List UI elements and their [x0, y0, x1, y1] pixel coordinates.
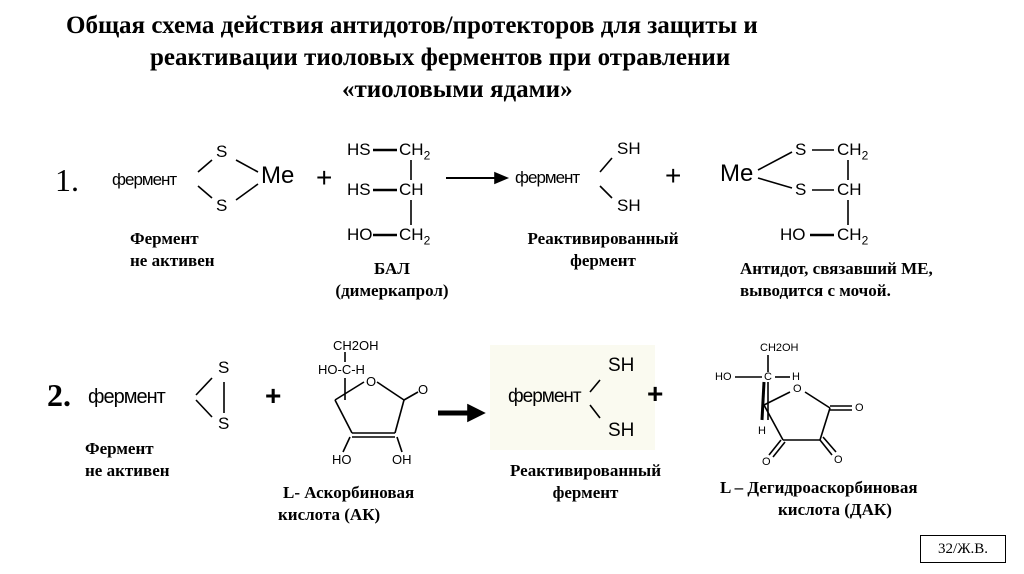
ch: CH: [399, 140, 424, 159]
ch: CH: [399, 225, 424, 244]
dha-o: O: [855, 402, 864, 414]
dha-h: H: [792, 371, 800, 383]
bal-ho: HO: [347, 225, 373, 244]
dha-ho: HO: [715, 371, 732, 383]
metal-label: Me: [261, 162, 295, 189]
sub2: 2: [423, 233, 431, 248]
label-bal: БАЛ (димеркапрол): [318, 258, 466, 302]
title-line-1: Общая схема действия антидотов/протектор…: [66, 12, 758, 39]
label-line: БАЛ: [374, 259, 410, 278]
sulfur-atom: S: [218, 414, 230, 433]
ch: CH: [837, 180, 862, 199]
dha-c: C: [764, 371, 772, 383]
label-line: Фермент: [130, 229, 199, 248]
label-line: кислота (АК): [278, 505, 381, 524]
ch: CH: [837, 140, 862, 159]
dha-ch2oh: CH2OH: [760, 342, 799, 354]
label-dehydroascorbic: L – Дегидроаскорбиновая кислота (ДАК): [720, 477, 918, 521]
enzyme-label: фермент: [508, 386, 582, 407]
sulfur-atom: S: [216, 196, 228, 215]
label-ascorbic: L- Аскорбиновая кислота (АК): [278, 482, 414, 526]
bal-ch2: CH2: [399, 225, 430, 247]
label-line: Антидот, связавший МЕ,: [740, 259, 933, 278]
asc-o: O: [418, 382, 429, 397]
label-line: кислота (ДАК): [778, 500, 892, 519]
sulfur-atom: S: [795, 140, 807, 159]
label-line: выводится с мочой.: [740, 281, 891, 300]
dha-o: O: [762, 456, 771, 468]
label-line: Реактивированный: [527, 229, 679, 248]
reaction-number-2: 2.: [47, 377, 71, 413]
enzyme-label: фермент: [515, 168, 580, 187]
asc-hoch: HO-C-H: [318, 362, 365, 377]
bal-ch: CH: [399, 180, 424, 199]
bal-hs: HS: [347, 140, 371, 159]
sh-group: SH: [617, 196, 641, 215]
dha-o: O: [793, 383, 802, 395]
asc-ho: HO: [332, 452, 352, 467]
sub2: 2: [861, 148, 869, 163]
ho: HO: [780, 225, 806, 244]
label-reactivated: Реактивированный фермент: [508, 228, 698, 272]
sulfur-atom: S: [216, 142, 228, 161]
label-line: фермент: [570, 251, 636, 270]
enzyme-label: фермент: [88, 386, 166, 408]
label-line: L – Дегидроаскорбиновая: [720, 478, 918, 497]
sh-group: SH: [617, 139, 641, 158]
dha-h: H: [758, 425, 766, 437]
label-line: Фермент: [85, 439, 154, 458]
ch2: CH2: [837, 140, 868, 162]
plus-sign: +: [665, 160, 682, 191]
label-inactive-enzyme: Фермент не активен: [130, 228, 215, 272]
sh-group: SH: [608, 355, 635, 376]
label-inactive-enzyme: Фермент не активен: [85, 438, 170, 482]
plus-sign: +: [316, 162, 333, 193]
title-line-3: «тиоловыми ядами»: [342, 76, 573, 103]
page-label: 32/Ж.В.: [920, 535, 1006, 563]
sub2: 2: [423, 148, 431, 163]
label-reactivated: Реактивированный фермент: [488, 460, 683, 504]
bal-hs: HS: [347, 180, 371, 199]
ch2: CH2: [837, 225, 868, 247]
asc-o: O: [366, 374, 377, 389]
plus-sign: +: [647, 378, 664, 409]
sulfur-atom: S: [795, 180, 807, 199]
ch: CH: [837, 225, 862, 244]
asc-ch2oh: CH2OH: [333, 338, 379, 353]
metal-label: Me: [720, 160, 754, 187]
enzyme-label: фермент: [112, 170, 177, 189]
bal-ch2: CH2: [399, 140, 430, 162]
plus-sign: +: [265, 380, 282, 411]
label-line: (димеркапрол): [335, 281, 449, 300]
label-line: не активен: [85, 461, 170, 480]
sh-group: SH: [608, 420, 635, 441]
label-line: Реактивированный: [510, 461, 661, 480]
sub2: 2: [861, 233, 869, 248]
label-line: фермент: [552, 483, 619, 502]
reaction-number-1: 1.: [55, 162, 79, 198]
sulfur-atom: S: [218, 358, 230, 377]
label-line: не активен: [130, 251, 215, 270]
dha-o: O: [834, 454, 843, 466]
label-antidote: Антидот, связавший МЕ, выводится с мочой.: [740, 258, 933, 302]
label-line: L- Аскорбиновая: [283, 483, 415, 502]
highlight-box: [490, 345, 655, 450]
title-line-2: реактивации тиоловых ферментов при отрав…: [150, 44, 731, 71]
asc-oh: OH: [392, 452, 412, 467]
